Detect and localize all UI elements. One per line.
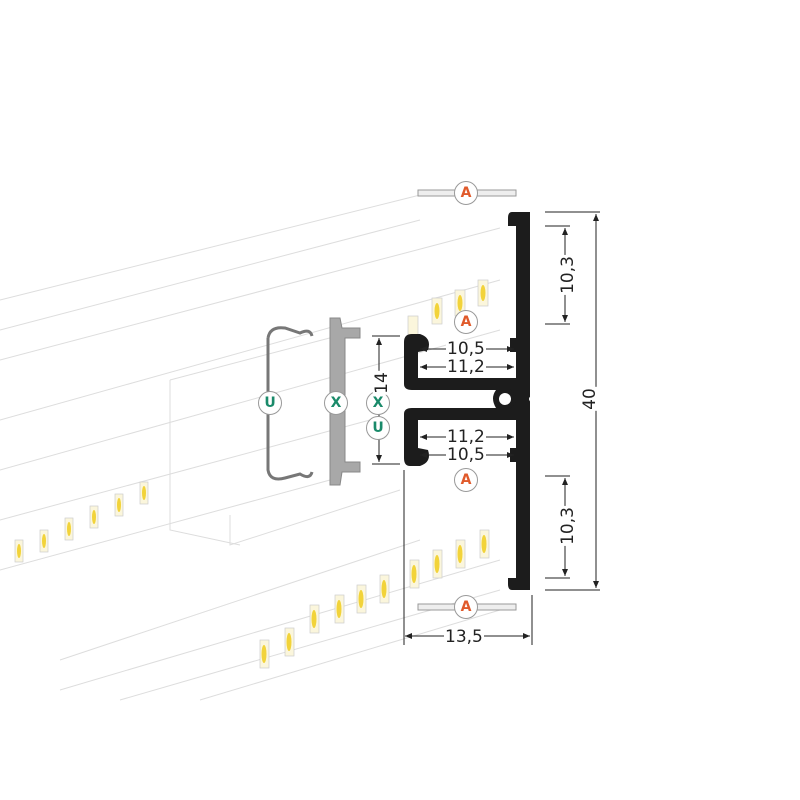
led-strips [14,279,490,669]
dim-upper-depth: 10,3 [557,255,578,295]
dim-cover-height: 14 [371,371,392,395]
dim-upper-inner-width: 10,5 [446,339,486,359]
badge-u-height: U [366,416,390,440]
dim-lower-outer-width: 11,2 [446,427,486,447]
cover-u-shape [266,326,314,481]
badge-a-upper-channel: A [454,310,478,334]
badge-a-lower-channel: A [454,468,478,492]
dim-lower-depth: 10,3 [557,506,578,546]
dim-lower-inner-width: 10,5 [446,445,486,465]
dim-base-width: 13,5 [444,627,484,647]
dim-total-height: 40 [579,387,600,411]
badge-x-height: X [366,391,390,415]
badge-x-cover: X [324,391,348,415]
badge-u-cover: U [258,391,282,415]
perspective-background [0,194,501,701]
dim-upper-outer-width: 11,2 [446,357,486,377]
badge-a-top: A [454,181,478,205]
badge-a-bottom: A [454,595,478,619]
